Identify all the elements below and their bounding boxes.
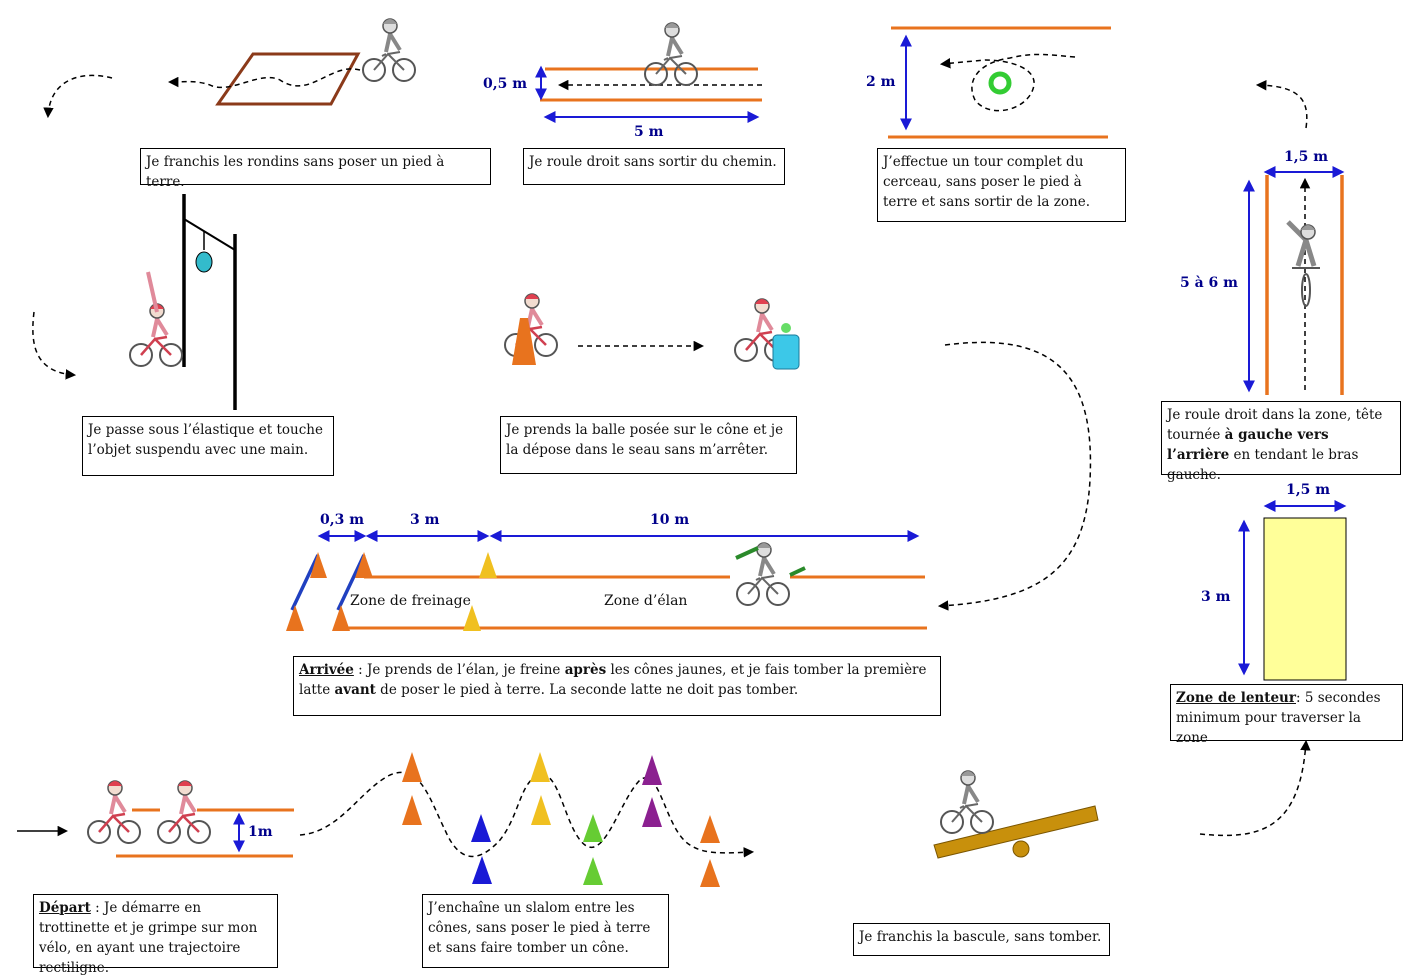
arrival-text-a: : Je prends de l’élan, je freine (353, 662, 565, 678)
braking-zone-label: Zone de freinage (350, 593, 471, 609)
dim-2m: 2 m (866, 74, 896, 90)
hoop-zone: 2 m (866, 26, 1111, 139)
start-lane: 1m (86, 779, 294, 858)
flow-arrow-1 (43, 74, 113, 119)
dim-3m-slow: 3 m (1201, 589, 1231, 605)
hoop-icon (988, 71, 1012, 95)
flow-arrow-5 (937, 341, 1092, 611)
arrival-text-e: de poser le pied à terre. La seconde lat… (375, 682, 799, 698)
arrival-text-c: les cônes jaunes, et je fais tomber la p… (299, 662, 927, 698)
arrival-text-b: après (564, 662, 607, 678)
straight-path-obstacle: 0,5 m 5 m (483, 21, 762, 140)
slow-zone: 1,5 m 3 m (1201, 482, 1347, 681)
elastic-caption: Je passe sous l’élastique et touche l’ob… (82, 416, 334, 476)
flow-arrow-4 (32, 311, 77, 380)
elastic-obstacle (128, 194, 237, 410)
slalom-cones (299, 752, 755, 887)
dim-1-5m-bottom: 1,5 m (1286, 482, 1330, 498)
arrival-course: 0,3 m 3 m 10 m Zone de freinage Zone d’é… (286, 512, 927, 631)
slow-zone-title: Zone de lenteur (1176, 690, 1296, 706)
look-back-text-c: en tendant le bras gauche. (1167, 447, 1359, 483)
start-text: : Je démarre en trottinette et je grimpe… (39, 900, 258, 976)
dim-10m: 10 m (650, 512, 689, 528)
hoop-caption: J’effectue un tour complet du cerceau, s… (877, 148, 1126, 222)
suspended-object-icon (195, 251, 213, 273)
cone-icon (512, 318, 536, 365)
dim-0-3m: 0,3 m (320, 512, 364, 528)
first-lath (290, 554, 320, 611)
slalom-caption: J’enchaîne un slalom entre les cônes, sa… (422, 894, 669, 968)
slow-zone-text: : 5 secondes minimum pour traverser la z… (1176, 690, 1381, 746)
flow-arrow-2 (1255, 79, 1308, 129)
slow-zone-caption: Zone de lenteur: 5 secondes minimum pour… (1170, 684, 1403, 746)
logs-obstacle (167, 17, 417, 106)
run-up-zone-label: Zone d’élan (604, 593, 687, 609)
start-caption: Départ : Je démarre en trottinette et je… (33, 894, 278, 976)
ball-obstacle (503, 292, 800, 370)
yellow-cone-bottom (463, 605, 481, 631)
dim-5m: 5 m (634, 124, 664, 140)
seesaw-caption: Je franchis la bascule, sans tomber. (853, 923, 1110, 956)
dim-5-6m: 5 à 6 m (1180, 275, 1238, 291)
dim-1m: 1m (248, 824, 273, 840)
look-back-caption: Je roule droit dans la zone, tête tourné… (1161, 401, 1401, 483)
flow-arrow-3 (1199, 739, 1311, 837)
start-title: Départ (39, 900, 91, 916)
look-back-zone: 1,5 m 5 à 6 m (1180, 149, 1345, 395)
logs-caption: Je franchis les rondins sans poser un pi… (140, 148, 491, 190)
look-back-text-b: à gauche vers l’arrière (1167, 427, 1329, 463)
arrival-text-d: avant (334, 682, 376, 698)
dim-0-5m: 0,5 m (483, 76, 527, 92)
second-lath (336, 554, 366, 611)
seesaw-obstacle (933, 769, 1099, 859)
ball-caption: Je prends la balle posée sur le cône et … (500, 416, 797, 474)
look-back-text-a: Je roule droit dans la zone, tête tourné… (1167, 407, 1383, 443)
dim-1-5m-top: 1,5 m (1284, 149, 1328, 165)
dim-3m-brake: 3 m (410, 512, 440, 528)
path-caption: Je roule droit sans sortir du chemin. (523, 148, 785, 185)
bucket-icon (772, 334, 800, 370)
yellow-cone-top (479, 552, 497, 578)
arrival-title: Arrivée (299, 662, 354, 678)
arrival-caption: Arrivée : Je prends de l’élan, je freine… (293, 656, 941, 716)
